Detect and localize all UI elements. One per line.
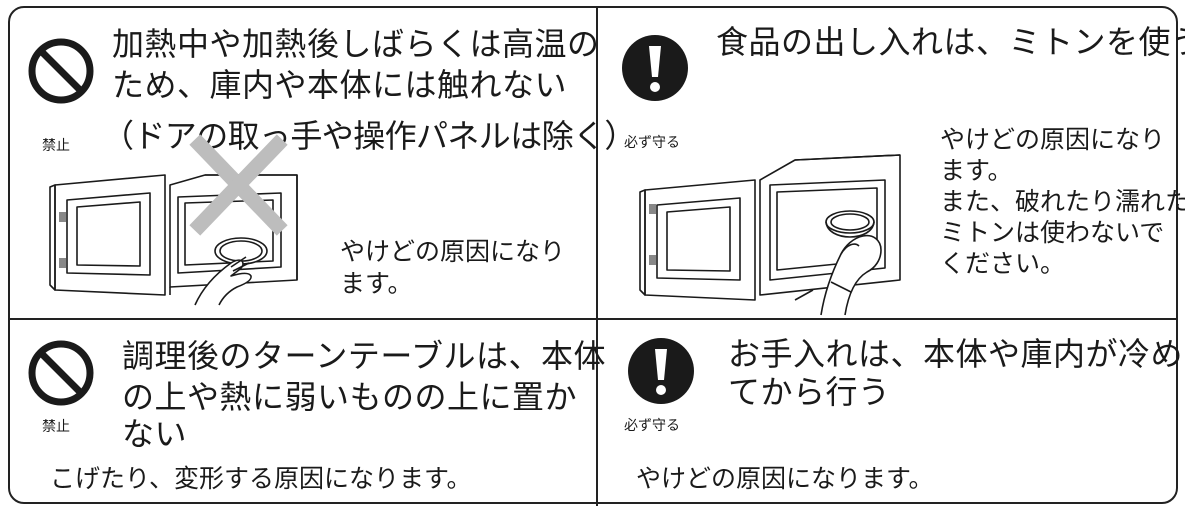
warning-body-line-1: やけどの原因になります。: [636, 464, 934, 493]
warning-body-line-2: ます。: [940, 156, 1013, 185]
warning-title-line-3: （ドアの取っ手や操作パネルは除く）: [102, 117, 636, 155]
warning-title-line-2: ため、庫内や本体には触れない: [112, 66, 568, 104]
warning-body-line-5: ください。: [940, 249, 1066, 278]
warning-title-line-1: 加熱中や加熱後しばらくは高温の: [112, 25, 600, 63]
microwave-touch-illustration: [49, 134, 298, 306]
warning-body-line-1: こげたり、変形する原因になります。: [50, 464, 472, 493]
warning-title-line-1: 調理後のターンテーブルは、本体: [122, 337, 606, 375]
prohibition-icon: [28, 38, 94, 104]
icon-label-prohibited: 禁止: [42, 138, 70, 154]
notice-frame: [8, 6, 1178, 504]
warning-title-line-3: ない: [122, 415, 188, 453]
warning-title-line-2: の上や熱に弱いものの上に置か: [122, 378, 578, 416]
warning-title-line-2: てから行う: [728, 373, 891, 411]
icon-label-must-follow: 必ず守る: [624, 418, 680, 434]
vertical-divider: [596, 6, 598, 506]
warning-body-line-4: ミトンは使わないで: [940, 218, 1165, 247]
warning-title-line-1: お手入れは、本体や庫内が冷め: [728, 335, 1184, 373]
warning-body-line-2: ます。: [340, 269, 413, 298]
microwave-mitten-illustration: [639, 154, 901, 316]
warning-body-line-3: また、破れたり濡れた: [940, 187, 1185, 216]
warning-title-line-1: 食品の出し入れは、ミトンを使う: [716, 23, 1185, 61]
warning-body-line-1: やけどの原因になり: [940, 125, 1166, 154]
mandatory-action-icon: [628, 338, 694, 404]
icon-label-prohibited: 禁止: [42, 419, 70, 435]
warning-body-line-1: やけどの原因になり: [340, 237, 566, 266]
horizontal-divider: [8, 318, 1178, 320]
prohibition-icon: [28, 340, 94, 406]
mandatory-action-icon: [622, 35, 688, 101]
icon-label-must-follow: 必ず守る: [624, 135, 680, 151]
